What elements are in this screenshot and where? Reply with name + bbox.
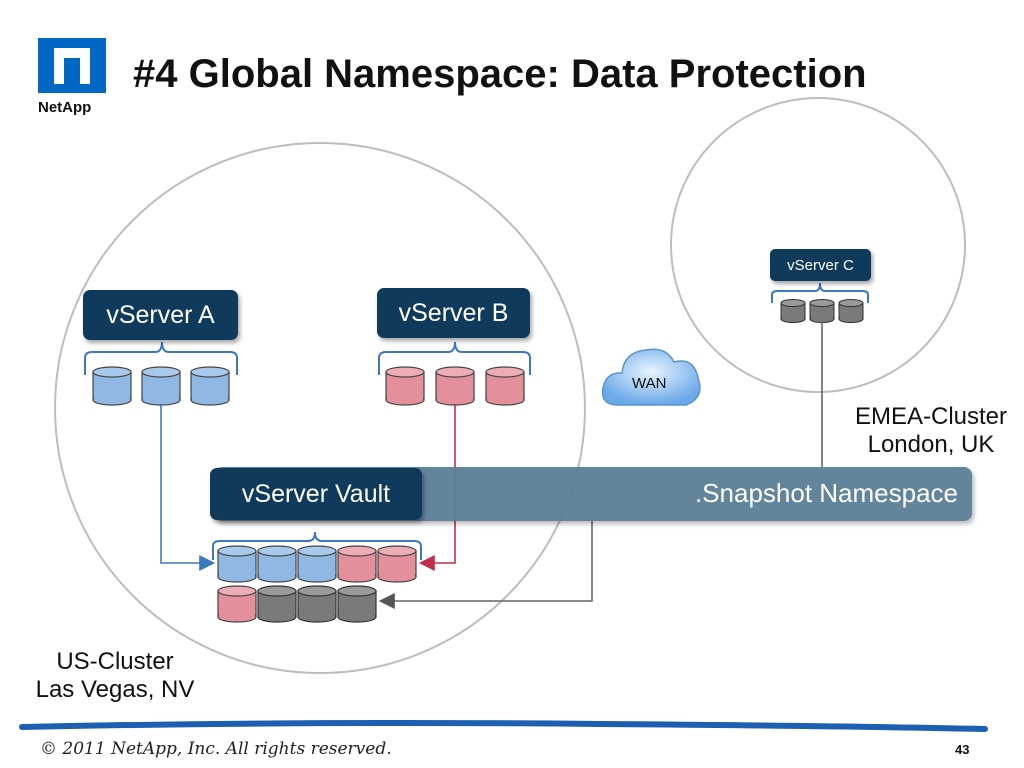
vault-volume-red-3 [217,585,257,623]
brace-vault [212,531,422,560]
vserver-a-badge: vServer A [83,290,238,340]
netapp-logo-text: NetApp [38,99,92,116]
volume-a1 [92,366,132,406]
volume-b2 [435,366,475,406]
copyright-notice: © 2011 NetApp, Inc. All rights reserved. [40,739,392,759]
vault-volume-red-1 [337,545,377,583]
volumes-vserver-c [780,299,864,323]
snapshot-namespace-label: .Snapshot Namespace [694,478,958,508]
volume-b3 [485,366,525,406]
volume-c2 [809,299,835,323]
brace-vserver-b [378,341,531,375]
emea-cluster-name: EMEA-Cluster [854,403,1008,430]
vault-volumes-row1 [217,545,417,583]
volumes-vserver-a [92,366,230,406]
vault-volume-blue-1 [217,545,257,583]
netapp-logo: NetApp [38,38,110,116]
brace-vserver-a [84,341,238,375]
vault-volume-gray-2 [297,585,337,623]
page-number: 43 [955,742,970,757]
emea-cluster-location: London, UK [867,431,995,458]
us-cluster-name: US-Cluster [56,648,174,675]
vault-volume-gray-1 [257,585,297,623]
volume-b1 [385,366,425,406]
vault-volume-blue-2 [257,545,297,583]
slide-title: #4 Global Namespace: Data Protection [133,52,867,96]
vault-volumes-row2 [217,585,377,623]
vserver-vault-badge: vServer Vault [210,468,422,520]
volume-c1 [780,299,806,323]
vserver-c-badge: vServer C [770,249,871,281]
volumes-vserver-b [385,366,525,406]
volume-c3 [838,299,864,323]
vserver-b-badge: vServer B [377,288,530,338]
emea-cluster-label: EMEA-Cluster London, UK [848,403,1014,459]
vault-volume-red-2 [377,545,417,583]
wan-cloud-icon [601,348,701,406]
volume-a3 [190,366,230,406]
us-cluster-circle [54,142,586,674]
us-cluster-location: Las Vegas, NV [35,676,195,703]
replication-line-gray-return [378,521,593,609]
netapp-logo-mark [38,38,106,93]
us-cluster-label: US-Cluster Las Vegas, NV [18,648,212,704]
replication-line-blue [160,404,216,571]
replication-line-red [418,404,456,571]
brace-vserver-c [771,282,869,303]
footer-rule [19,720,988,732]
emea-cluster-circle [670,97,966,393]
vault-volume-gray-3 [337,585,377,623]
wan-label: WAN [632,375,667,392]
volume-a2 [141,366,181,406]
vault-volume-blue-3 [297,545,337,583]
